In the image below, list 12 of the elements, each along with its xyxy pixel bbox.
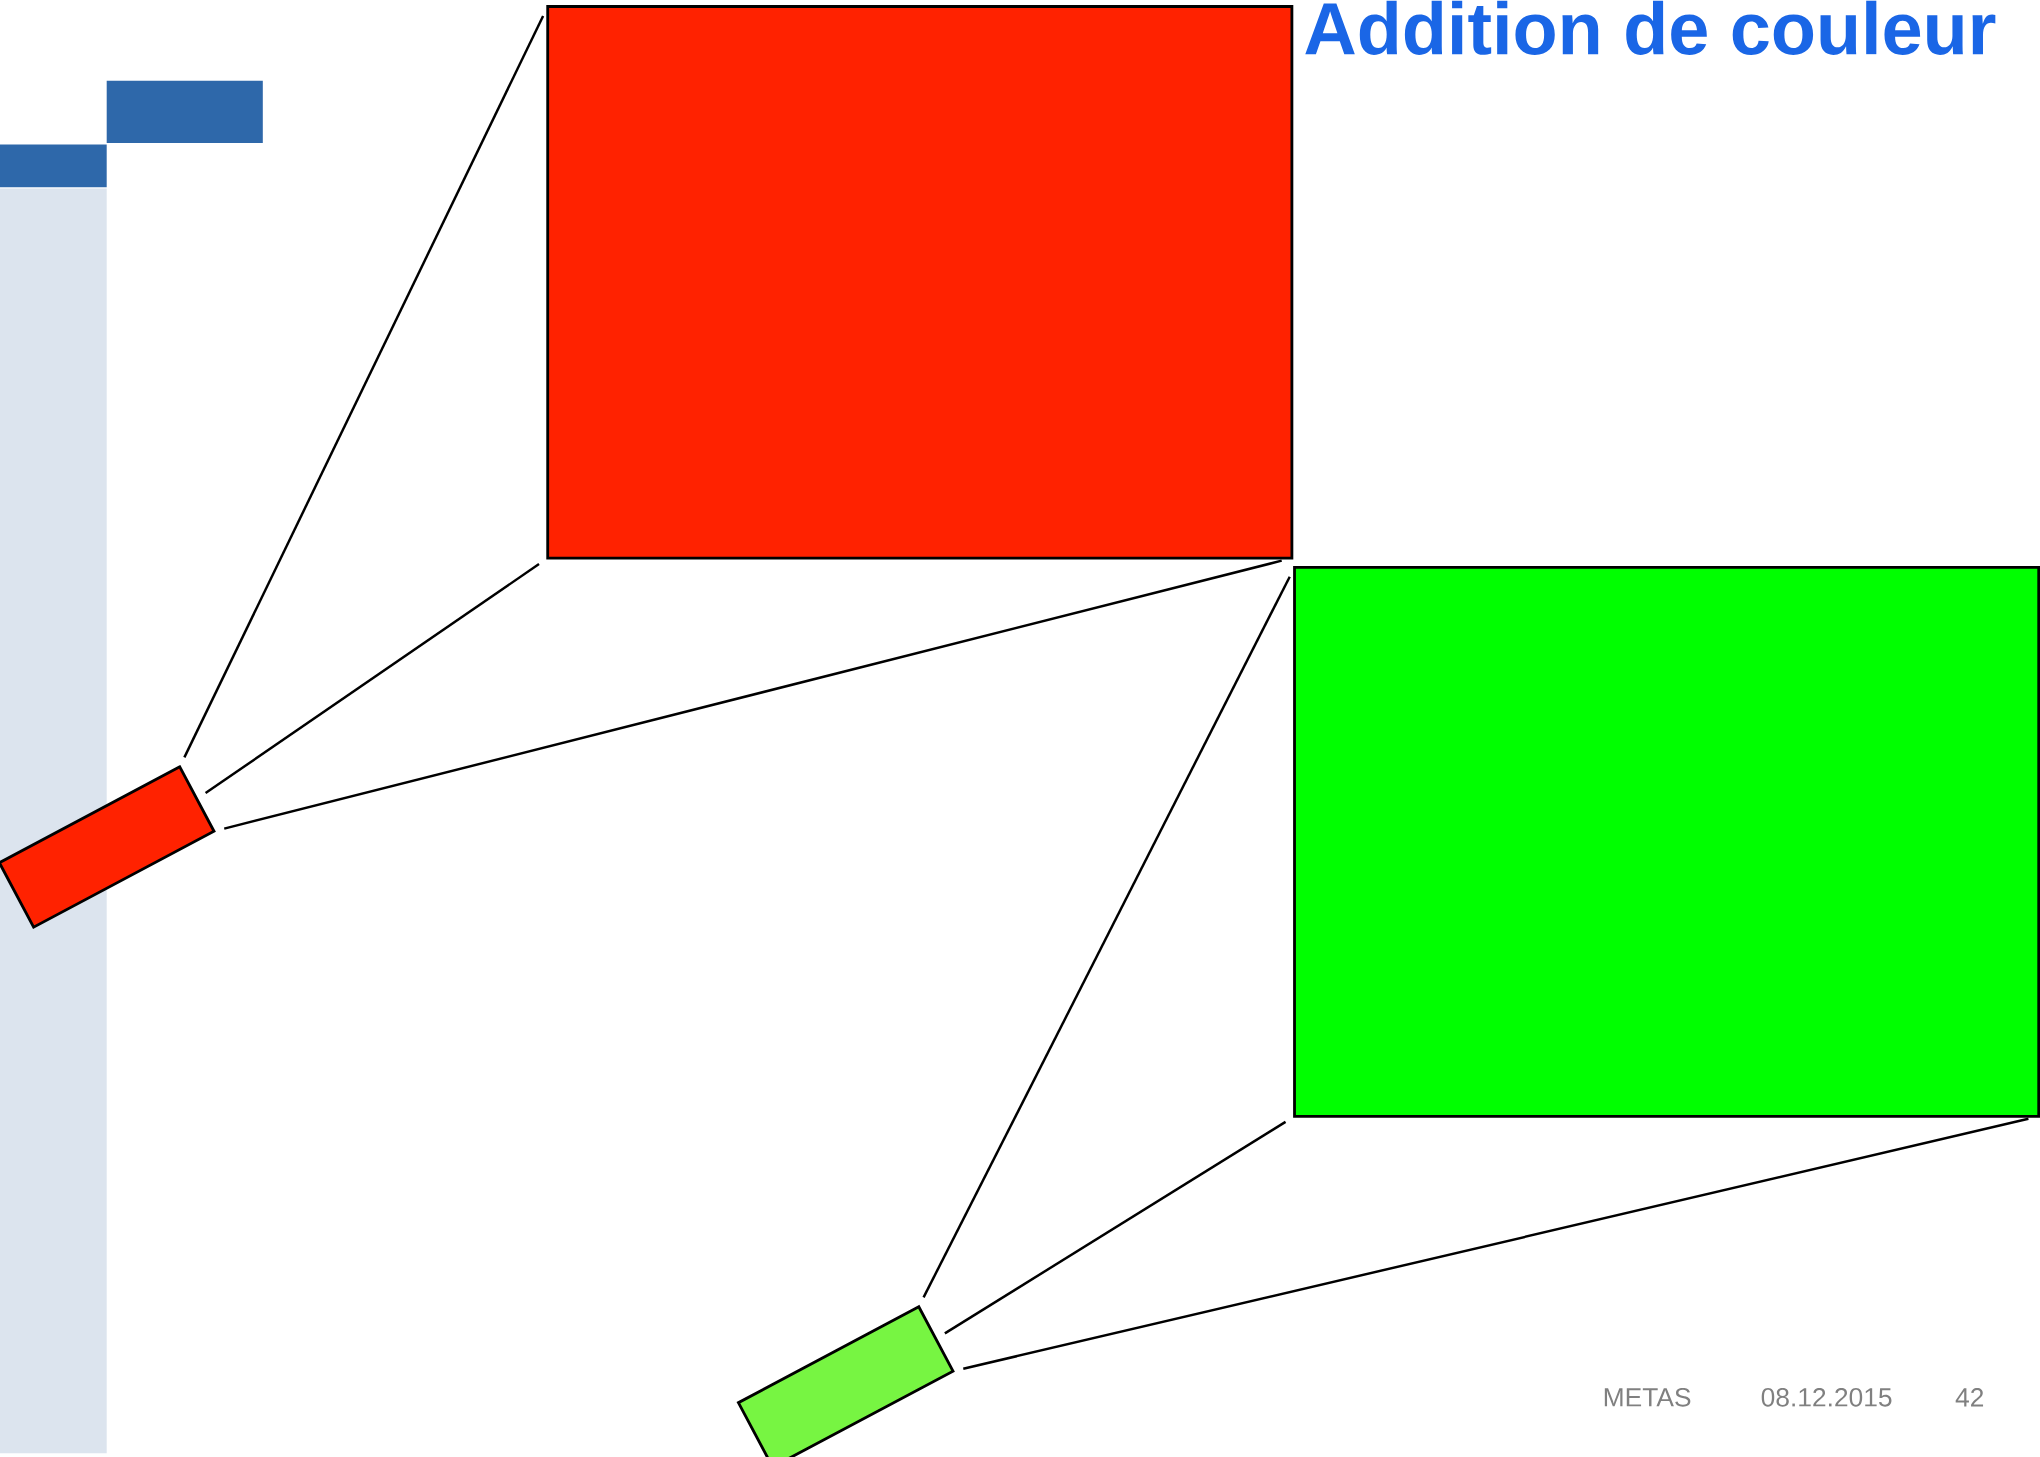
projection-line [922,576,1291,1298]
projection-line [223,559,1282,830]
screen [1293,565,2040,1118]
projection-line [963,1117,2029,1370]
footer-text: 08.12.2015 [1761,1387,1892,1407]
footer-text: 42 [1955,1388,1984,1407]
screen [546,5,1294,560]
footer-text: METAS [1604,1387,1691,1407]
projection-line [183,15,545,758]
projection-line [944,1120,1287,1335]
projection-line [204,563,540,795]
slide-title: Addition de couleur [1305,0,1996,55]
